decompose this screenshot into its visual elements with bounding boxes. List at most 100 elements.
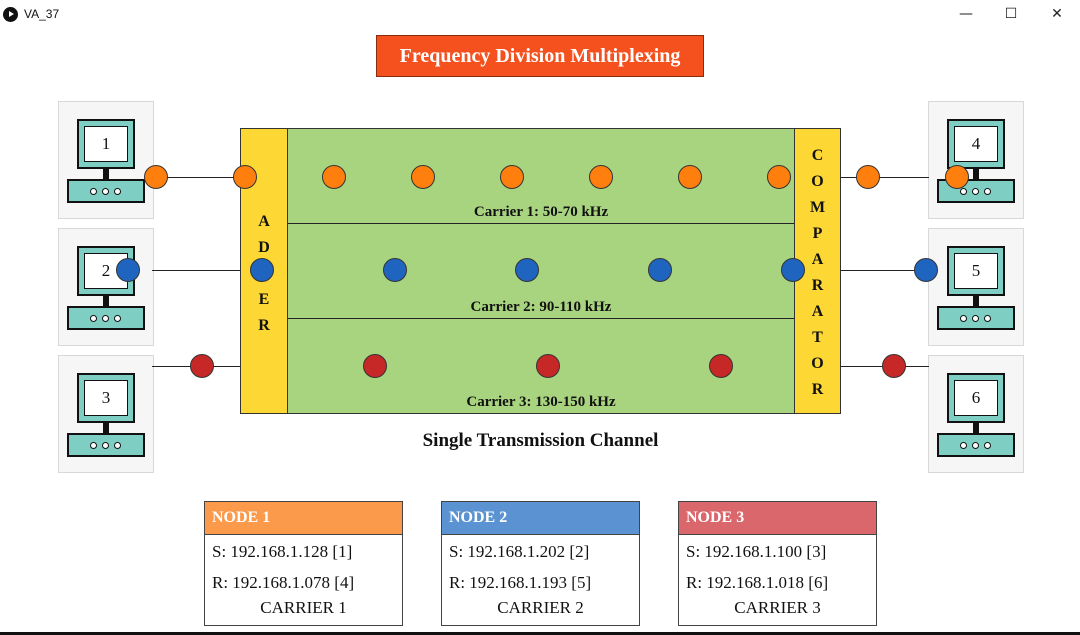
signal-packet-carrier-1 <box>767 165 791 189</box>
signal-packet-carrier-1 <box>589 165 613 189</box>
signal-packet-carrier-2 <box>250 258 274 282</box>
led-icon <box>114 188 121 195</box>
adder-letter: D <box>258 239 270 256</box>
band-divider <box>288 318 794 319</box>
computer-label: 5 <box>954 253 998 289</box>
maximize-button[interactable]: ☐ <box>1004 6 1018 22</box>
cpu-unit <box>937 433 1015 457</box>
monitor-icon: 6 <box>947 373 1005 423</box>
computer-3: 3 <box>58 355 154 473</box>
led-icon <box>984 188 991 195</box>
close-button[interactable]: ✕ <box>1051 6 1063 22</box>
comparator-letter: A <box>811 303 824 320</box>
signal-packet-carrier-1 <box>856 165 880 189</box>
signal-packet-carrier-1 <box>945 165 969 189</box>
cpu-unit <box>67 179 145 203</box>
monitor-stand <box>973 296 979 306</box>
computer-4: 4 <box>928 101 1024 219</box>
comparator-letter: P <box>812 225 823 242</box>
node-1-card: NODE 1 S: 192.168.1.128 [1] R: 192.168.1… <box>204 501 403 626</box>
monitor-icon: 5 <box>947 246 1005 296</box>
computer-1: 1 <box>58 101 154 219</box>
led-icon <box>984 315 991 322</box>
node-3-carrier: CARRIER 3 <box>734 598 821 617</box>
node-2-receiver: R: 192.168.1.193 [5] <box>449 573 592 592</box>
signal-packet-carrier-1 <box>144 165 168 189</box>
monitor-stand <box>973 423 979 433</box>
led-icon <box>90 442 97 449</box>
channel-caption: Single Transmission Channel <box>422 430 659 451</box>
node-2-carrier: CARRIER 2 <box>497 598 584 617</box>
led-icon <box>972 188 979 195</box>
computer-6: 6 <box>928 355 1024 473</box>
comparator-letter: R <box>811 381 824 398</box>
minimize-button[interactable]: — <box>959 6 973 22</box>
adder-letter: R <box>258 317 270 334</box>
window-bottom-border <box>0 632 1080 635</box>
cpu-unit <box>937 306 1015 330</box>
page-title: Frequency Division Multiplexing <box>376 35 704 77</box>
node-2-card: NODE 2 S: 192.168.1.202 [2] R: 192.168.1… <box>441 501 640 626</box>
monitor-icon: 4 <box>947 119 1005 169</box>
signal-packet-carrier-1 <box>233 165 257 189</box>
signal-packet-carrier-3 <box>709 354 733 378</box>
carrier-1-label: Carrier 1: 50-70 kHz <box>473 204 609 220</box>
comparator-letter: A <box>811 251 824 268</box>
led-icon <box>102 315 109 322</box>
carrier-2-label: Carrier 2: 90-110 kHz <box>470 299 612 315</box>
comparator-letter: M <box>809 199 826 216</box>
computer-label: 1 <box>84 126 128 162</box>
signal-packet-carrier-2 <box>383 258 407 282</box>
adder-letter: E <box>258 291 270 308</box>
node-3-header: NODE 3 <box>679 502 876 535</box>
signal-packet-carrier-1 <box>500 165 524 189</box>
comparator-letter: C <box>811 147 824 164</box>
signal-packet-carrier-3 <box>363 354 387 378</box>
led-icon <box>90 315 97 322</box>
wire-node-5-out <box>841 270 929 271</box>
monitor-icon: 1 <box>77 119 135 169</box>
monitor-stand <box>103 296 109 306</box>
band-divider <box>288 223 794 224</box>
led-icon <box>960 315 967 322</box>
led-icon <box>960 188 967 195</box>
computer-label: 3 <box>84 380 128 416</box>
node-3-sender: S: 192.168.1.100 [3] <box>686 542 827 561</box>
node-3-receiver: R: 192.168.1.018 [6] <box>686 573 829 592</box>
wire-node-2-in <box>152 270 240 271</box>
cpu-unit <box>67 306 145 330</box>
led-icon <box>972 442 979 449</box>
comparator-letter: R <box>811 277 824 294</box>
led-icon <box>114 315 121 322</box>
computer-label: 4 <box>954 126 998 162</box>
monitor-stand <box>973 169 979 179</box>
node-2-sender: S: 192.168.1.202 [2] <box>449 542 590 561</box>
computer-label: 6 <box>954 380 998 416</box>
signal-packet-carrier-1 <box>678 165 702 189</box>
led-icon <box>102 442 109 449</box>
cpu-unit <box>67 433 145 457</box>
signal-packet-carrier-1 <box>322 165 346 189</box>
led-icon <box>102 188 109 195</box>
window-titlebar: VA_37 — ☐ ✕ <box>0 0 1080 30</box>
led-icon <box>984 442 991 449</box>
wire-node-1-in <box>152 177 240 178</box>
signal-packet-carrier-1 <box>411 165 435 189</box>
comparator-letter: O <box>811 355 824 372</box>
play-icon <box>3 7 18 22</box>
led-icon <box>114 442 121 449</box>
monitor-icon: 3 <box>77 373 135 423</box>
led-icon <box>90 188 97 195</box>
signal-packet-carrier-2 <box>515 258 539 282</box>
window-title: VA_37 <box>24 7 60 21</box>
signal-packet-carrier-3 <box>882 354 906 378</box>
node-1-header: NODE 1 <box>205 502 402 535</box>
comparator-letter: T <box>812 329 823 346</box>
monitor-stand <box>103 423 109 433</box>
node-1-carrier: CARRIER 1 <box>260 598 347 617</box>
signal-packet-carrier-3 <box>536 354 560 378</box>
computer-2: 2 <box>58 228 154 346</box>
node-2-header: NODE 2 <box>442 502 639 535</box>
computer-5: 5 <box>928 228 1024 346</box>
led-icon <box>960 442 967 449</box>
